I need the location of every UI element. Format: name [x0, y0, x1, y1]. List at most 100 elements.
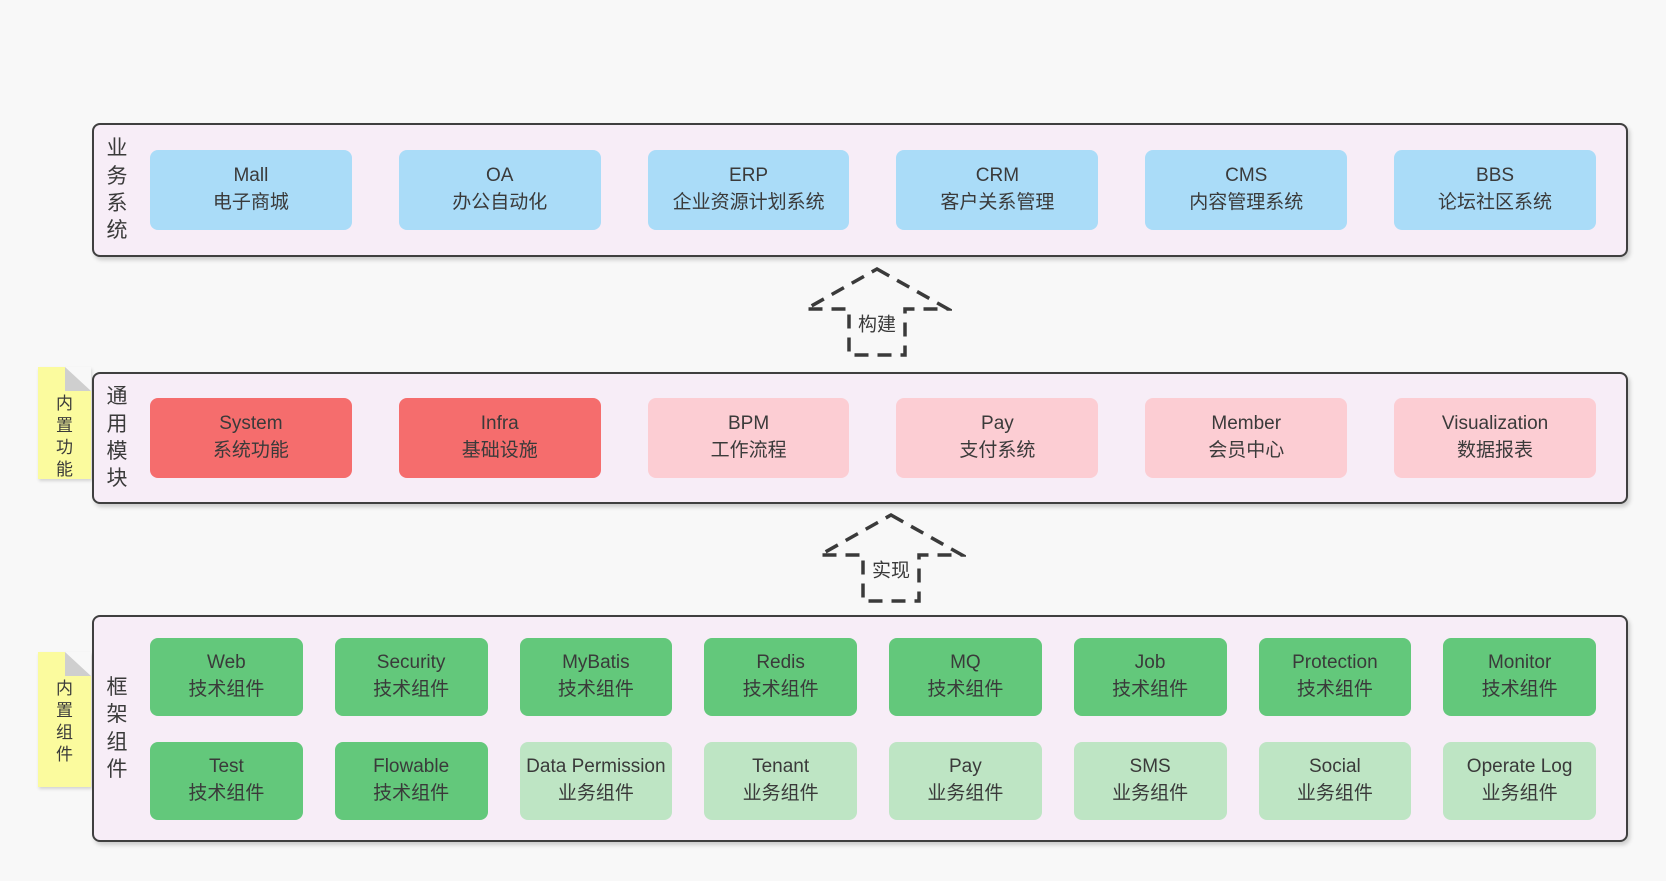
- box-subtitle: 电子商城: [212, 192, 289, 213]
- box-subtitle: 业务组件: [557, 782, 634, 804]
- box-title: Pay: [981, 413, 1014, 435]
- box-mybatis: MyBatis 技术组件: [519, 637, 673, 716]
- box-erp: ERP 企业资源计划系统: [647, 150, 850, 230]
- box-flowable: Flowable 技术组件: [334, 741, 488, 820]
- box-cms: CMS 内容管理系统: [1145, 150, 1348, 230]
- box-mq: MQ 技术组件: [889, 637, 1042, 716]
- box-subtitle: 技术组件: [1296, 678, 1373, 700]
- box-bpm: BPM 工作流程: [647, 398, 850, 478]
- box-member: Member 会员中心: [1145, 398, 1348, 478]
- box-subtitle: 技术组件: [188, 782, 265, 804]
- box-test: Test 技术组件: [150, 741, 303, 820]
- box-subtitle: 支付系统: [959, 440, 1036, 461]
- box-subtitle: 技术组件: [188, 678, 265, 700]
- box-protection: Protection 技术组件: [1258, 637, 1412, 716]
- build-arrow-up: 构建: [802, 266, 952, 358]
- box-subtitle: 会员中心: [1208, 440, 1285, 461]
- box-subtitle: 技术组件: [373, 782, 450, 804]
- box-subtitle: 业务组件: [1112, 782, 1189, 804]
- box-pay: Pay 业务组件: [889, 741, 1042, 820]
- box-title: MQ: [950, 651, 981, 673]
- box-subtitle: 论坛社区系统: [1438, 192, 1553, 213]
- section-label-framework-components: 框架组件: [106, 675, 128, 781]
- box-title: Mall: [233, 165, 269, 187]
- box-title: Flowable: [373, 755, 450, 777]
- sticky-note-label: 内置功能: [56, 394, 73, 480]
- box-subtitle: 企业资源计划系统: [672, 192, 825, 213]
- build-arrow-label: 构建: [853, 308, 901, 338]
- sticky-note-builtin-components: 内置组件: [38, 652, 91, 787]
- box-title: Data Permission: [526, 755, 666, 777]
- box-subtitle: 业务组件: [1481, 782, 1558, 804]
- box-subtitle: 技术组件: [1112, 678, 1189, 700]
- box-pay: Pay 支付系统: [896, 398, 1099, 478]
- box-sms: SMS 业务组件: [1073, 741, 1227, 820]
- sticky-note-builtin-features: 内置功能: [38, 367, 91, 479]
- box-mall: Mall 电子商城: [150, 150, 352, 230]
- box-system: System 系统功能: [150, 398, 352, 478]
- box-subtitle: 工作流程: [710, 440, 787, 461]
- box-title: Test: [208, 755, 244, 777]
- box-subtitle: 办公自动化: [452, 192, 548, 213]
- box-title: Pay: [949, 755, 982, 777]
- box-row: Test 技术组件 Flowable 技术组件 Data Permission 业务组件 T…: [150, 741, 1596, 820]
- dashed-up-arrow-icon: [816, 512, 966, 603]
- box-subtitle: 业务组件: [927, 782, 1004, 804]
- box-subtitle: 业务组件: [1296, 782, 1373, 804]
- box-subtitle: 系统功能: [212, 440, 289, 461]
- box-title: CMS: [1225, 165, 1268, 187]
- box-title: Member: [1211, 413, 1282, 435]
- box-title: Job: [1134, 651, 1166, 673]
- box-subtitle: 内容管理系统: [1189, 192, 1304, 213]
- box-title: Operate Log: [1466, 755, 1573, 777]
- box-title: Tenant: [752, 755, 810, 777]
- box-security: Security 技术组件: [334, 637, 488, 716]
- box-title: Monitor: [1487, 651, 1552, 673]
- box-title: ERP: [729, 165, 769, 187]
- box-title: Security: [376, 651, 446, 673]
- box-data-permission: Data Permission 业务组件: [519, 741, 673, 820]
- box-title: System: [219, 413, 283, 435]
- section-label-common-modules: 通用模块: [106, 385, 128, 491]
- box-title: Protection: [1292, 651, 1378, 673]
- box-subtitle: 基础设施: [461, 440, 538, 461]
- box-subtitle: 数据报表: [1457, 440, 1534, 461]
- box-monitor: Monitor 技术组件: [1443, 637, 1596, 716]
- box-title: BBS: [1476, 165, 1515, 187]
- box-crm: CRM 客户关系管理: [896, 150, 1099, 230]
- box-subtitle: 技术组件: [742, 678, 819, 700]
- sticky-note-label: 内置组件: [56, 679, 73, 765]
- box-subtitle: 技术组件: [373, 678, 450, 700]
- box-subtitle: 技术组件: [927, 678, 1004, 700]
- box-title: BPM: [727, 413, 770, 435]
- box-subtitle: 技术组件: [1481, 678, 1558, 700]
- box-title: CRM: [975, 165, 1020, 187]
- implement-arrow-up: 实现: [816, 512, 966, 604]
- box-title: MyBatis: [562, 651, 630, 673]
- implement-arrow-label: 实现: [867, 554, 915, 584]
- box-operate-log: Operate Log 业务组件: [1443, 741, 1596, 820]
- box-title: Social: [1309, 755, 1361, 777]
- box-job: Job 技术组件: [1073, 637, 1227, 716]
- box-title: SMS: [1129, 755, 1171, 777]
- box-subtitle: 技术组件: [557, 678, 634, 700]
- box-subtitle: 客户关系管理: [940, 192, 1055, 213]
- box-bbs: BBS 论坛社区系统: [1394, 150, 1596, 230]
- dashed-up-arrow-icon: [802, 266, 952, 357]
- box-social: Social 业务组件: [1258, 741, 1412, 820]
